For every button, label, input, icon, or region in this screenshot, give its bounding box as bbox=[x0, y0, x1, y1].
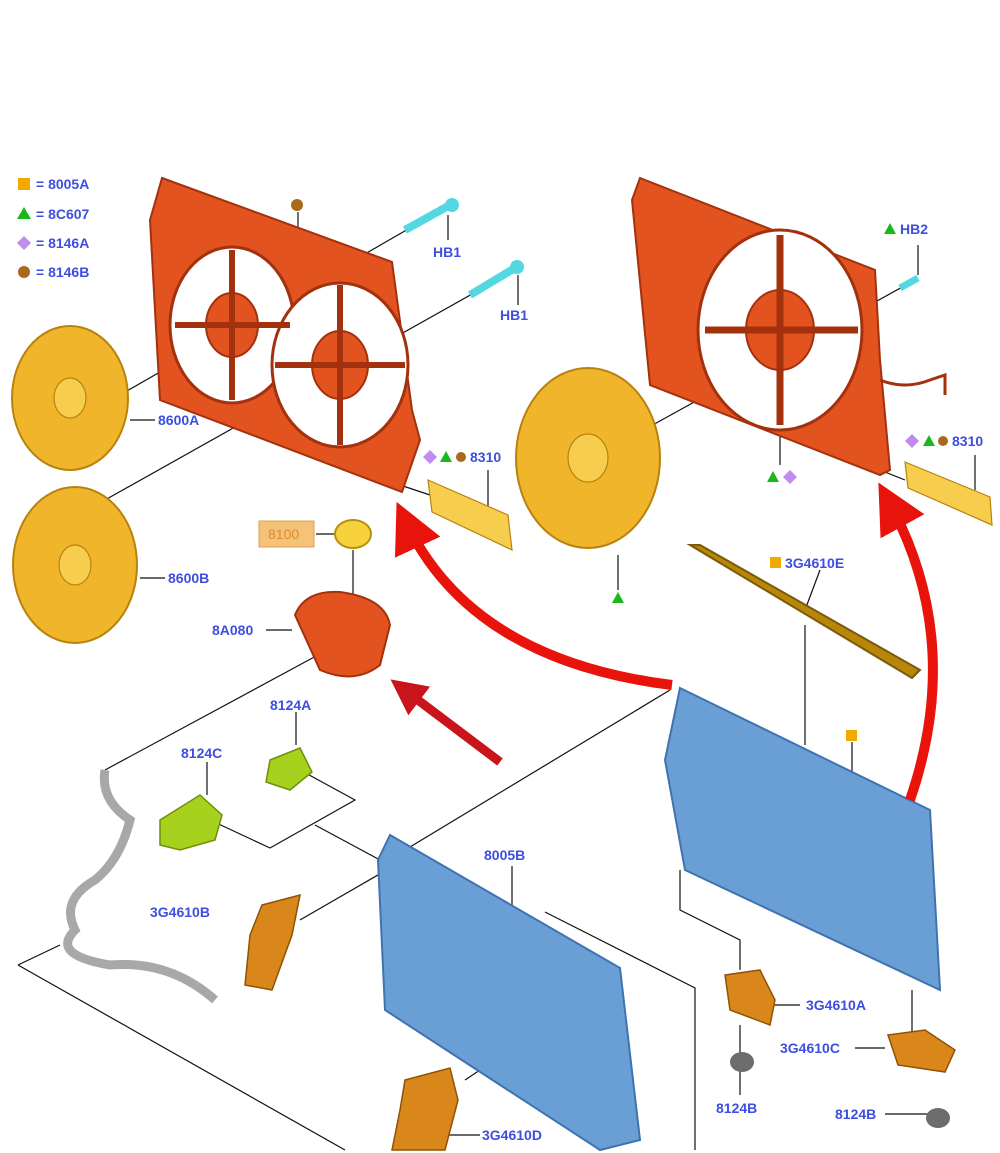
legend-square-icon bbox=[18, 178, 30, 190]
label-8600b: 8600B bbox=[168, 570, 209, 586]
legend-label-8c607: = 8C607 bbox=[36, 206, 90, 222]
label-8600a: 8600A bbox=[158, 412, 199, 428]
highlight-box-8100 bbox=[258, 520, 315, 548]
label-3g4610d: 3G4610D bbox=[482, 1127, 542, 1143]
circle-marker-icon bbox=[456, 452, 466, 462]
legend-label-8146a: = 8146A bbox=[36, 235, 89, 251]
label-hb1-b: HB1 bbox=[500, 307, 528, 323]
part-labels: HB1 HB1 HB2 8600A 8600B 8310 8310 8100 8… bbox=[150, 221, 983, 1143]
legend-diamond-icon bbox=[17, 236, 31, 250]
fan-8600b bbox=[12, 486, 138, 644]
cap-8100 bbox=[334, 519, 372, 549]
triangle-marker-icon bbox=[767, 471, 779, 482]
circle-marker-icon bbox=[938, 436, 948, 446]
seal-8310-right bbox=[904, 461, 993, 526]
single-fan-shroud-frame bbox=[630, 176, 947, 477]
triangle-marker-icon bbox=[440, 451, 452, 462]
label-3g4610e: 3G4610E bbox=[785, 555, 844, 571]
label-8a080: 8A080 bbox=[212, 622, 253, 638]
fan-right bbox=[515, 367, 661, 549]
label-8310-left: 8310 bbox=[470, 449, 501, 465]
mount-8124b-right bbox=[926, 1108, 950, 1128]
square-marker-icon bbox=[770, 557, 781, 568]
label-hb2: HB2 bbox=[900, 221, 928, 237]
diamond-marker-icon bbox=[905, 434, 919, 448]
red-arrows bbox=[390, 482, 938, 802]
leader-lines bbox=[17, 204, 976, 1151]
symbol-markers bbox=[291, 199, 948, 741]
seal-8310-left bbox=[427, 479, 513, 552]
label-3g4610b: 3G4610B bbox=[150, 904, 210, 920]
label-8124c: 8124C bbox=[181, 745, 222, 761]
legend-circle-icon bbox=[18, 266, 30, 278]
triangle-marker-icon bbox=[884, 223, 896, 234]
clip-8124c bbox=[159, 794, 223, 851]
bracket-3g4610d bbox=[391, 1067, 459, 1151]
diamond-marker-icon bbox=[423, 450, 437, 464]
label-8124b-right: 8124B bbox=[835, 1106, 876, 1122]
bolts bbox=[403, 198, 920, 299]
square-marker-icon bbox=[846, 730, 857, 741]
label-8100: 8100 bbox=[268, 526, 299, 542]
label-8005b: 8005B bbox=[484, 847, 525, 863]
clip-8124a bbox=[265, 747, 313, 791]
label-hb1-a: HB1 bbox=[433, 244, 461, 260]
legend-label-8146b: = 8146B bbox=[36, 264, 89, 280]
radiator-upper bbox=[663, 686, 942, 992]
label-8310-right: 8310 bbox=[952, 433, 983, 449]
bracket-3g4610a bbox=[724, 969, 776, 1027]
circle-marker-icon bbox=[291, 199, 303, 211]
label-8124a: 8124A bbox=[270, 697, 311, 713]
coolant-hose bbox=[63, 769, 218, 1004]
twin-fan-shroud-frame bbox=[148, 176, 422, 494]
strip-3g4610e bbox=[686, 544, 922, 680]
radiator-8005b bbox=[376, 833, 642, 1152]
mount-8124b-left bbox=[730, 1052, 754, 1072]
bracket-3g4610b bbox=[244, 893, 301, 991]
reservoir-8a080 bbox=[293, 590, 392, 678]
label-8124b-left: 8124B bbox=[716, 1100, 757, 1116]
triangle-marker-icon bbox=[612, 592, 624, 603]
label-3g4610a: 3G4610A bbox=[806, 997, 866, 1013]
triangle-marker-icon bbox=[923, 435, 935, 446]
legend: = 8005A = 8C607 = 8146A = 8146B bbox=[17, 176, 90, 280]
fan-8600a bbox=[11, 325, 129, 471]
bracket-3g4610c bbox=[887, 1029, 956, 1073]
legend-triangle-icon bbox=[17, 207, 31, 219]
legend-label-8005a: = 8005A bbox=[36, 176, 89, 192]
label-3g4610c: 3G4610C bbox=[780, 1040, 840, 1056]
diamond-marker-icon bbox=[783, 470, 797, 484]
